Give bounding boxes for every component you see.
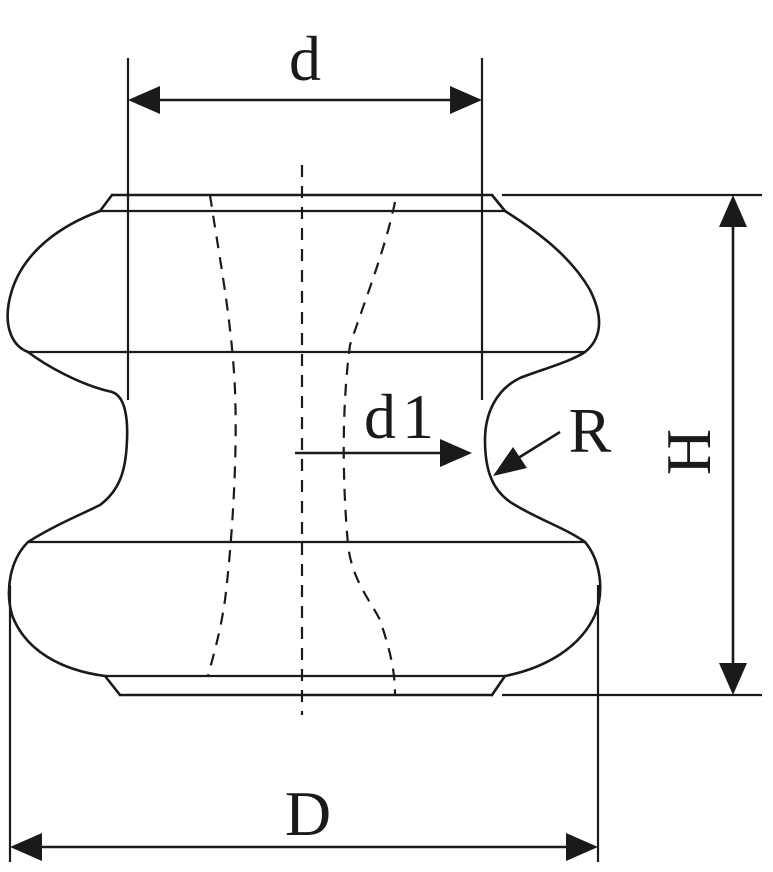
right-profile [483, 193, 602, 697]
d-arrow-right [450, 86, 482, 114]
d-label: d [289, 23, 321, 94]
insulator-body [6, 165, 602, 715]
D-arrow-right [566, 833, 598, 861]
h-arrow-bottom [719, 663, 747, 695]
r-arrow [493, 447, 527, 476]
left-profile [6, 193, 129, 697]
D-label: D [285, 778, 331, 849]
r-label: R [569, 395, 612, 466]
dimension-D: D [8, 585, 600, 862]
d1-arrow [440, 439, 472, 467]
dimension-d1: d1 [295, 381, 472, 467]
radius-r: R [493, 395, 612, 476]
h-label: H [653, 429, 724, 475]
dimension-h: H [502, 193, 762, 697]
r-leader-line [514, 430, 561, 462]
dimension-d: d [126, 23, 484, 400]
bore-right-dashed [342, 201, 397, 696]
d-arrow-left [128, 86, 160, 114]
D-arrow-left [10, 833, 42, 861]
h-arrow-top [719, 195, 747, 227]
bore-left-dashed [206, 194, 237, 677]
d1-label: d1 [364, 381, 440, 452]
